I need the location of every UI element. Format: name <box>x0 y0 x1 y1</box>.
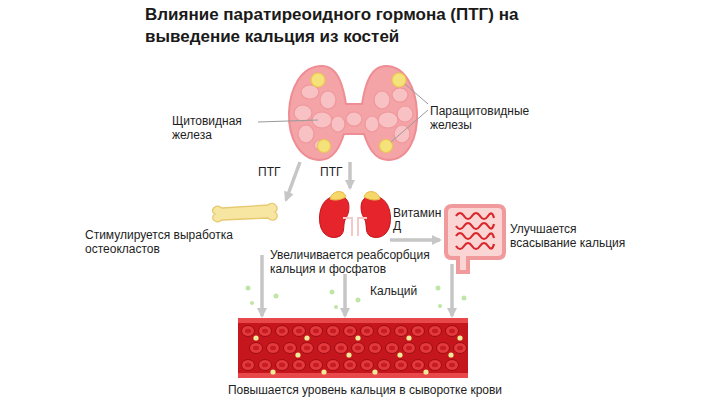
leader-line <box>258 84 428 142</box>
intestine-group: Улучшается всасывание кальция <box>440 198 640 264</box>
calcium-dot <box>246 286 467 310</box>
hormone-arrow <box>390 238 440 242</box>
node-label: Паращитовидные железы <box>430 104 542 132</box>
node-label: Повышается уровень кальция в сыворотке к… <box>200 383 530 397</box>
hormone-arrow <box>286 162 300 200</box>
hormone-arrow <box>260 255 264 316</box>
node-label: Улучшается всасывание кальция <box>510 222 640 250</box>
edge-label: ПТГ <box>318 166 344 179</box>
thyroid-group: Щитовидная железаПаращитовидные железы <box>285 62 417 162</box>
edge-label: Витамин Д <box>391 207 443 233</box>
intestine <box>446 206 504 272</box>
node-label: Щитовидная железа <box>172 114 258 142</box>
bone <box>213 203 278 221</box>
edge-label: Кальций <box>368 285 419 298</box>
node-label: Увеличивается реабсорбция кальция и фосф… <box>270 248 450 276</box>
diagram-title: Влияние паратиреоидного гормона (ПТГ) на… <box>145 4 530 48</box>
node-label: Стимулируется выработка остеокластов <box>85 228 247 256</box>
hormone-arrow <box>348 162 352 188</box>
parathyroid-gland <box>311 73 406 153</box>
hormone-arrow <box>450 264 454 316</box>
blood-vessel-group: Повышается уровень кальция в сыворотке к… <box>200 316 530 398</box>
kidney-group: Увеличивается реабсорбция кальция и фосф… <box>262 188 390 274</box>
thyroid-gland <box>289 66 417 160</box>
bone-group: Стимулируется выработка остеокластов <box>80 200 280 255</box>
blood-vessel <box>238 318 468 378</box>
hormone-arrow <box>343 274 347 316</box>
kidneys <box>320 192 391 238</box>
edge-label: ПТГ <box>256 166 282 179</box>
